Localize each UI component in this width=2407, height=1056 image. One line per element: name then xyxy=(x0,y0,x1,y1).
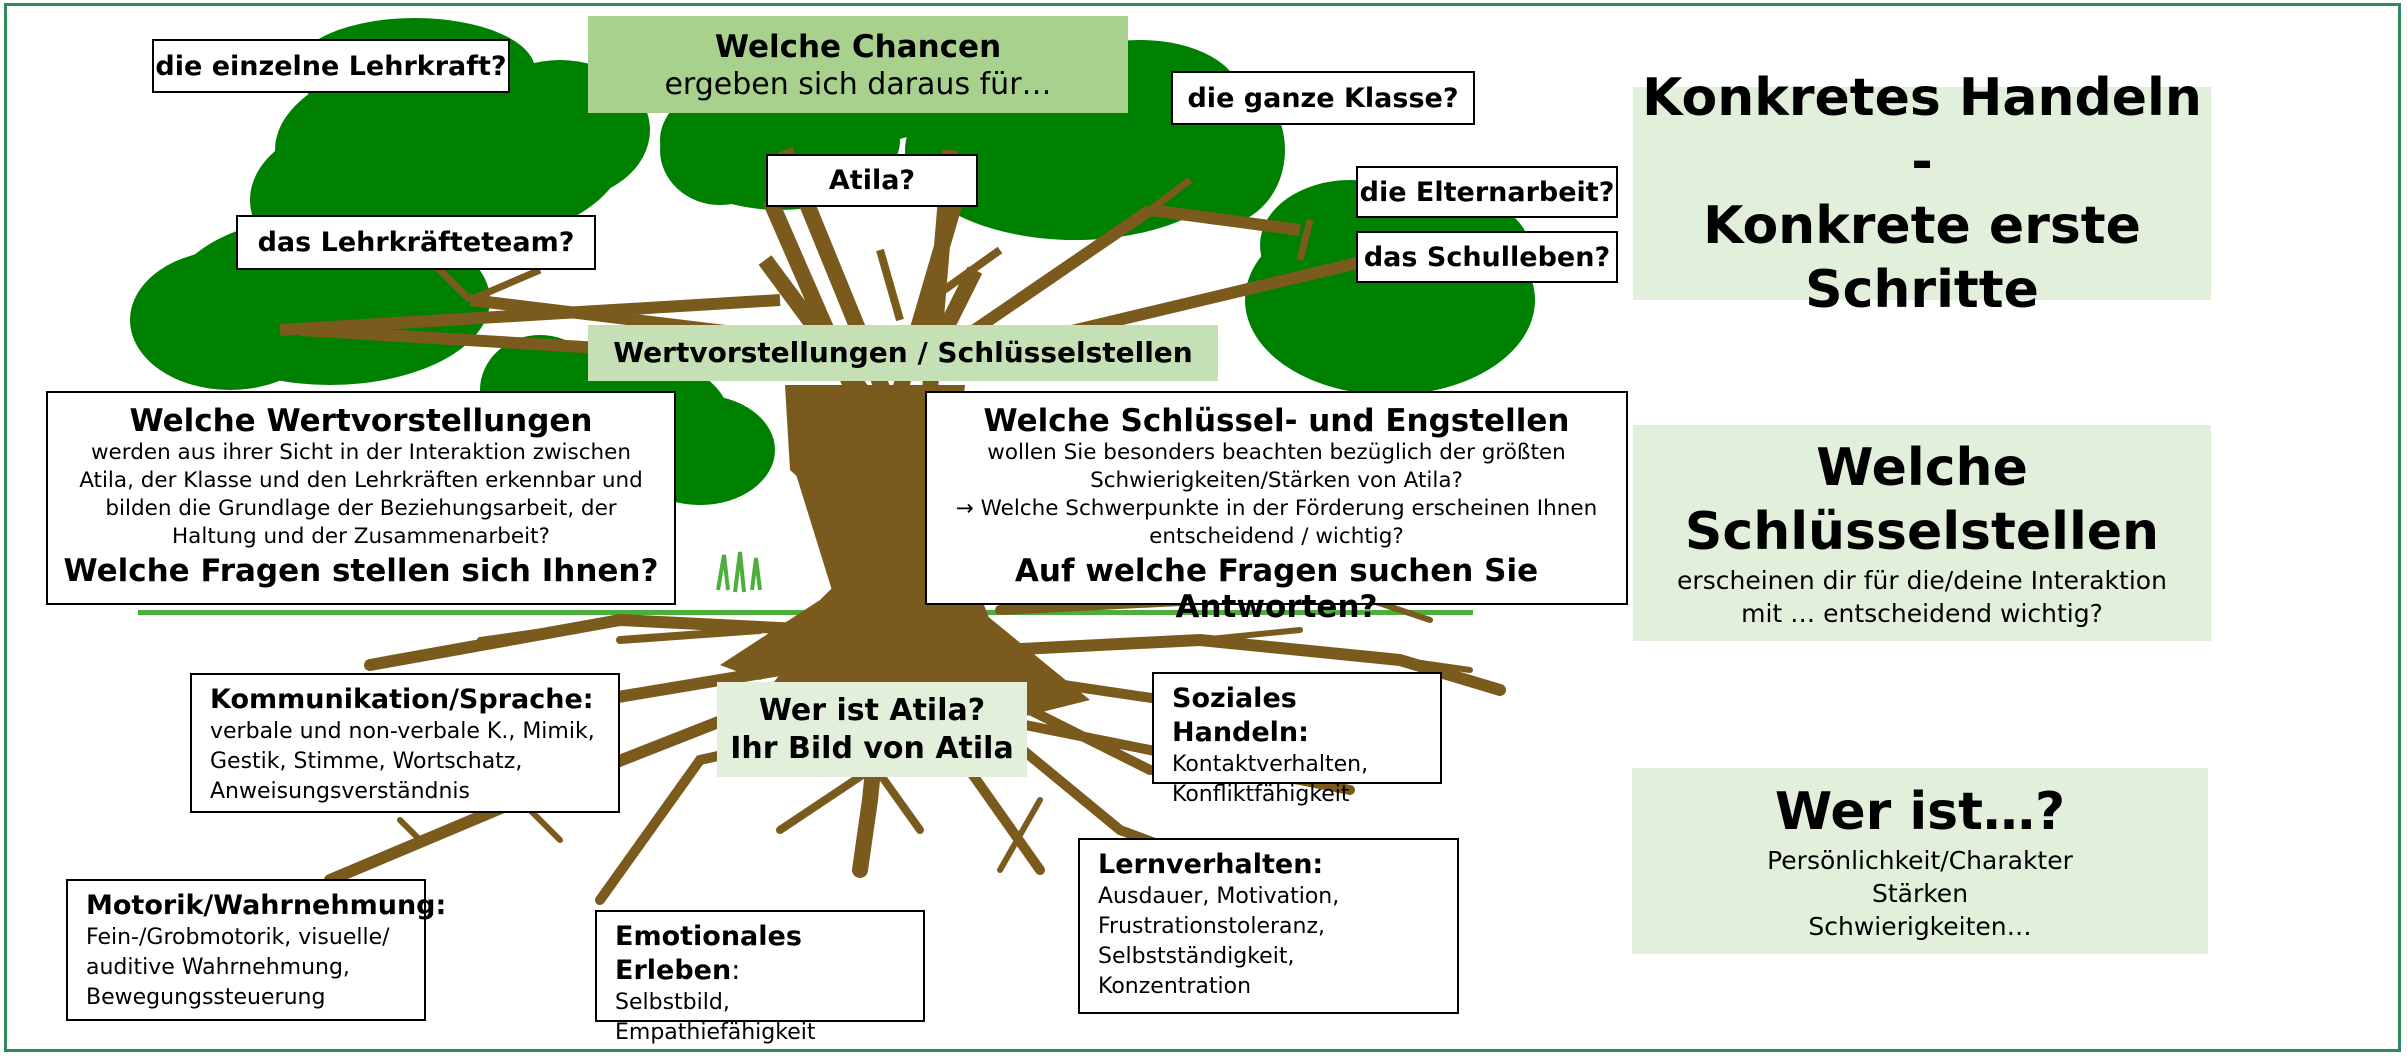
root-sozial-title: Soziales Handeln: xyxy=(1172,683,1309,748)
panel-schluessel-line1: Welche xyxy=(1816,438,2028,498)
branch-label-klasse: die ganze Klasse? xyxy=(1171,71,1475,125)
panel-schluesselstellen: Welche Schlüsselstellen erscheinen dir f… xyxy=(1633,425,2211,641)
root-motorik-line1: Fein-/Grobmotorik, visuelle/ xyxy=(86,925,390,950)
wer-ist-atila-line2: Ihr Bild von Atila xyxy=(730,730,1014,766)
root-emotional-line2: Empathiefähigkeit xyxy=(615,1020,816,1045)
branch-label-atila: Atila? xyxy=(766,154,978,207)
root-kommunikation-line2: Gestik, Stimme, Wortschatz, xyxy=(210,749,523,774)
panel-handeln-line1: Konkretes Handeln - xyxy=(1642,67,2202,192)
root-kommunikation-title: Kommunikation/Sprache: xyxy=(210,684,594,715)
root-box-lernverhalten: Lernverhalten: Ausdauer, Motivation, Fru… xyxy=(1078,838,1459,1014)
schluesselstellen-body-4: entscheidend / wichtig? xyxy=(1149,524,1404,549)
schluesselstellen-body-2: Schwierigkeiten/Stärken von Atila? xyxy=(1090,468,1463,493)
chancen-subtitle: ergeben sich daraus für… xyxy=(664,67,1052,102)
wer-ist-atila-line1: Wer ist Atila? xyxy=(758,692,986,728)
wertvorstellungen-body-1: werden aus ihrer Sicht in der Interaktio… xyxy=(90,440,632,465)
root-emotional-title: Emotionales Erleben xyxy=(615,921,802,986)
panel-werist-heading: Wer ist…? xyxy=(1774,781,2066,842)
root-lernverhalten-line2: Frustrationstoleranz, xyxy=(1098,914,1326,939)
schluesselstellen-box: Welche Schlüssel- und Engstellen wollen … xyxy=(925,391,1628,625)
panel-handeln-line2: Konkrete erste xyxy=(1703,195,2141,256)
wertvorstellungen-box: Welche Wertvorstellungen werden aus ihre… xyxy=(46,391,676,605)
root-lernverhalten-title: Lernverhalten: xyxy=(1098,849,1324,880)
root-motorik-line3: Bewegungssteuerung xyxy=(86,985,326,1010)
root-kommunikation-line3: Anweisungsverständnis xyxy=(210,779,471,804)
panel-schluessel-line2: Schlüsselstellen xyxy=(1684,502,2160,562)
wertvorstellungen-title: Welche Wertvorstellungen xyxy=(129,403,593,439)
panel-handeln-line3: Schritte xyxy=(1805,259,2039,320)
root-emotional-title-colon: : xyxy=(731,955,741,986)
branch-label-lehrkraefteteam: das Lehrkräfteteam? xyxy=(236,215,596,270)
panel-schluessel-sub1: erscheinen dir für die/deine Interaktion xyxy=(1677,566,2167,595)
root-sozial-line1: Kontaktverhalten, xyxy=(1172,752,1369,777)
schluesselstellen-title: Welche Schlüssel- und Engstellen xyxy=(983,403,1570,439)
panel-werist-line2: Stärken xyxy=(1871,878,1969,908)
wertvorstellungen-body-2: Atila, der Klasse und den Lehrkräften er… xyxy=(79,468,643,493)
schluesselstellen-body-3: → Welche Schwerpunkte in der Förderung e… xyxy=(955,496,1598,521)
panel-schluessel-sub2: mit … entscheidend wichtig? xyxy=(1741,599,2103,628)
root-lernverhalten-line4: Konzentration xyxy=(1098,974,1252,999)
slide-frame xyxy=(4,3,2401,1052)
root-box-emotional: Emotionales Erleben: Selbstbild, Empathi… xyxy=(595,910,925,1045)
root-emotional-line1: Selbstbild, xyxy=(615,990,730,1015)
panel-werist-line3: Schwierigkeiten… xyxy=(1808,911,2032,941)
root-kommunikation-line1: verbale und non-verbale K., Mimik, xyxy=(210,719,595,744)
branch-label-lehrkraft: die einzelne Lehrkraft? xyxy=(152,39,510,93)
root-box-kommunikation: Kommunikation/Sprache: verbale und non-v… xyxy=(190,673,620,813)
root-lernverhalten-line3: Selbstständigkeit, xyxy=(1098,944,1295,969)
wertvorstellungen-question: Welche Fragen stellen sich Ihnen? xyxy=(63,553,659,589)
schluesselstellen-body-1: wollen Sie besonders beachten bezüglich … xyxy=(987,440,1566,465)
root-sozial-line2: Konfliktfähigkeit xyxy=(1172,782,1350,807)
wertvorstellungen-body-3: bilden die Grundlage der Beziehungsarbei… xyxy=(105,496,617,521)
panel-werist-line1: Persönlichkeit/Charakter xyxy=(1767,845,2073,875)
wertvorstellungen-band: Wertvorstellungen / Schlüsselstellen xyxy=(588,325,1218,381)
panel-konkretes-handeln: Konkretes Handeln - Konkrete erste Schri… xyxy=(1633,68,2211,320)
chancen-banner: Welche Chancen ergeben sich daraus für… xyxy=(588,16,1128,113)
branch-label-schulleben: das Schulleben? xyxy=(1356,231,1618,283)
wer-ist-atila-label: Wer ist Atila? Ihr Bild von Atila xyxy=(717,682,1027,777)
schluesselstellen-question: Auf welche Fragen suchen Sie Antworten? xyxy=(1014,553,1539,625)
root-lernverhalten-line1: Ausdauer, Motivation, xyxy=(1098,884,1340,909)
root-emotional-title-row: Emotionales Erleben: xyxy=(615,920,905,988)
root-motorik-title: Motorik/Wahrnehmung: xyxy=(86,890,447,921)
wertvorstellungen-body-4: Haltung und der Zusammenarbeit? xyxy=(172,524,550,549)
panel-wer-ist: Wer ist…? Persönlichkeit/Charakter Stärk… xyxy=(1632,768,2208,954)
root-box-sozial: Soziales Handeln: Kontaktverhalten, Konf… xyxy=(1152,672,1442,807)
branch-label-elternarbeit: die Elternarbeit? xyxy=(1356,166,1618,218)
root-motorik-line2: auditive Wahrnehmung, xyxy=(86,955,350,980)
chancen-title: Welche Chancen xyxy=(714,29,1002,65)
root-box-motorik: Motorik/Wahrnehmung: Fein-/Grobmotorik, … xyxy=(66,879,447,1021)
